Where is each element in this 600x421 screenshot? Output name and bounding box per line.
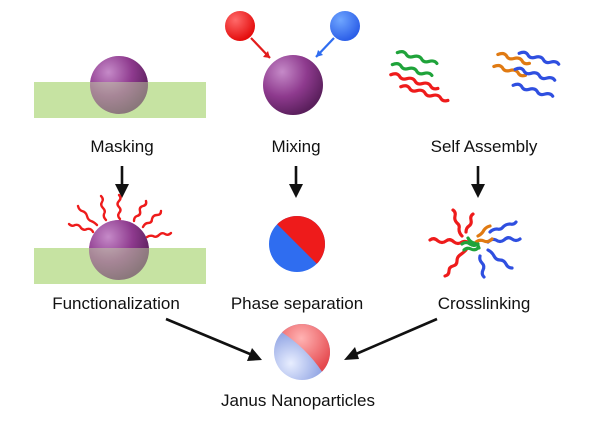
polymer-strand-blue: [513, 66, 557, 82]
label-phase-separation: Phase separation: [231, 294, 363, 313]
self-assembly-illustration: [389, 49, 561, 103]
crosslink-strand-orange: [476, 224, 492, 238]
crosslinking-illustration: [428, 208, 522, 279]
polymer-strand-blue: [517, 50, 561, 66]
label-crosslinking: Crosslinking: [438, 294, 531, 313]
label-janus-nanoparticles: Janus Nanoparticles: [221, 391, 375, 410]
phase-separated-particle-red: [277, 215, 326, 264]
ligand-chain: [99, 194, 108, 222]
label-self-assembly: Self Assembly: [431, 137, 538, 156]
crosslink-strand-red: [451, 208, 464, 238]
red-monomer: [225, 11, 255, 41]
polymer-strand-green: [395, 49, 439, 66]
crosslink-strand-green: [466, 236, 481, 250]
polymer-strand-orange: [496, 51, 532, 66]
functionalization-illustration: [34, 193, 206, 284]
converging-arrows: [165, 317, 438, 361]
blue-monomer: [330, 11, 360, 41]
ligand-chain: [141, 209, 163, 229]
ligand-chain: [145, 231, 173, 239]
process-arrows: [115, 166, 485, 198]
polymer-strand-blue: [511, 82, 555, 98]
arrow-functionalization-to-janus: [165, 317, 251, 356]
phase-separation-illustration: [269, 215, 326, 272]
polymer-strand-green: [390, 61, 434, 78]
ligand-chain: [132, 199, 148, 223]
label-functionalization: Functionalization: [52, 294, 180, 313]
crosslink-strand-orange: [474, 237, 494, 244]
label-masking: Masking: [90, 137, 153, 156]
crosslink-strand-blue: [486, 236, 522, 244]
mixing-illustration: [225, 11, 360, 115]
ligand-chain: [116, 193, 122, 221]
ligand-chain: [76, 204, 99, 227]
functionalized-particle-upper: [89, 220, 149, 248]
crosslink-strand-green: [462, 246, 480, 252]
crosslink-strand-blue: [488, 220, 518, 234]
crosslink-strand-red: [464, 212, 475, 234]
masked-particle-upper: [90, 56, 148, 82]
crosslink-strand-blue: [478, 254, 486, 279]
crosslink-strand-blue: [486, 248, 514, 270]
janus-particle-red-half: [282, 323, 331, 372]
ligand-chain: [67, 222, 95, 234]
polymer-strand-red: [399, 84, 450, 103]
polymer-strand-orange: [492, 63, 528, 78]
janus-particle: [274, 323, 331, 380]
masking-illustration: [34, 56, 206, 118]
polymer-strand-red: [389, 72, 440, 91]
arrow-crosslinking-to-janus: [355, 317, 438, 356]
label-mixing: Mixing: [271, 137, 320, 156]
crosslink-strand-red: [443, 248, 468, 278]
mixed-particle: [263, 55, 323, 115]
